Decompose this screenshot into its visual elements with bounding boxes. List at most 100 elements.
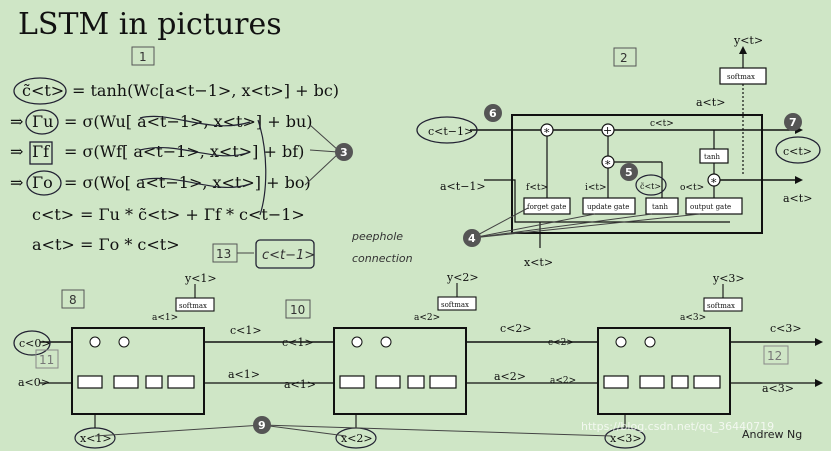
badge-6-label: 6 xyxy=(489,107,497,120)
label-c0: c<0> xyxy=(19,337,51,350)
number-box-12 xyxy=(763,345,789,365)
badge-9-label: 9 xyxy=(258,419,266,432)
softmax-label: softmax xyxy=(727,73,755,81)
unit2-add xyxy=(380,336,392,348)
handwritten-ct-minus: c<t−1> xyxy=(262,248,315,263)
number-box-1 xyxy=(131,46,155,66)
unit3-add xyxy=(644,336,656,348)
eq6-lhs: a<t> xyxy=(32,235,75,254)
tanh-label: tanh xyxy=(652,203,668,211)
eq1-lhs: c̃<t> xyxy=(22,81,64,100)
op-times-2: ∗ xyxy=(604,156,611,169)
number-2: 2 xyxy=(620,51,628,65)
op-plus: + xyxy=(603,124,612,137)
unit3-mult xyxy=(615,336,627,348)
credit: Andrew Ng xyxy=(742,428,802,441)
box-gamma-f xyxy=(29,141,53,165)
eq3-lhs: Γf xyxy=(32,142,50,161)
label-a3: a<3> xyxy=(762,382,794,395)
softmax-2-label: softmax xyxy=(441,301,469,309)
arrow-mark-2: ⇒ xyxy=(10,142,23,161)
badge-3 xyxy=(335,143,353,161)
op-times: ∗ xyxy=(543,124,550,137)
arrowhead xyxy=(815,338,823,346)
number-12: 12 xyxy=(767,349,782,363)
badge-5 xyxy=(620,163,638,181)
eq3-rhs: = σ(Wf[ a<t−1>, x<t>] + bf) xyxy=(64,142,304,161)
label-x3: x<3> xyxy=(610,432,642,445)
eq6-rhs: = Γo * c<t> xyxy=(80,235,180,254)
label-a-prev: a<t−1> xyxy=(440,180,486,193)
number-1: 1 xyxy=(139,50,147,64)
circle-c-out xyxy=(775,136,821,164)
label-x2: x<2> xyxy=(341,432,373,445)
arrow-mark-3: ⇒ xyxy=(10,173,23,192)
number-box-2 xyxy=(613,47,637,67)
label-x1: x<1> xyxy=(80,432,112,445)
update-gate-label: update gate xyxy=(587,203,629,211)
unit1-mult xyxy=(89,336,101,348)
eq1-rhs: = tanh(Wc[a<t−1>, x<t>] + bc) xyxy=(72,81,339,100)
unit2-gate-2 xyxy=(375,375,401,389)
unit1-gate-4 xyxy=(167,375,195,389)
eq5-lhs: c<t> xyxy=(32,205,74,224)
label-y2: y<2> xyxy=(446,271,479,284)
label-a1-top: a<1> xyxy=(152,313,178,323)
label-y3: y<3> xyxy=(712,272,745,285)
unit1-add xyxy=(118,336,130,348)
number-box-10 xyxy=(285,299,311,319)
softmax-1-label: softmax xyxy=(179,302,207,310)
badge-7 xyxy=(784,113,802,131)
unit2-mult xyxy=(351,336,363,348)
unit2-gate-1 xyxy=(339,375,365,389)
unit2-gate-3 xyxy=(407,375,425,389)
number-10: 10 xyxy=(290,303,305,317)
forget-gate-label: forget gate xyxy=(527,203,566,211)
label-o-t: o<t> xyxy=(680,183,704,193)
label-a3-top: a<3> xyxy=(680,313,706,323)
arrowhead xyxy=(795,176,803,184)
equations: c̃<t> = tanh(Wc[a<t−1>, x<t>] + bc) ⇒ Γu… xyxy=(10,77,339,254)
unit3-gate-3 xyxy=(671,375,689,389)
ink-bracket xyxy=(257,119,267,216)
badge-5-label: 5 xyxy=(625,166,633,179)
eq4-rhs: = σ(Wo[ a<t−1>, x<t>] + bo) xyxy=(64,173,311,192)
label-y-t: y<t> xyxy=(733,34,763,47)
circle-ct-tilde xyxy=(13,77,67,105)
circle-gamma-u xyxy=(25,109,59,135)
arrowhead xyxy=(815,379,823,387)
label-a1-b: a<1> xyxy=(284,378,316,391)
eq2-lhs: Γu xyxy=(32,112,53,131)
number-11: 11 xyxy=(39,353,54,367)
circle-gamma-o xyxy=(26,170,62,196)
cell-frame xyxy=(511,114,763,234)
label-y1: y<1> xyxy=(184,272,217,285)
label-c1-b: c<1> xyxy=(282,336,314,349)
label-ct-tilde: c̃<t> xyxy=(640,182,661,191)
op-times-3: ∗ xyxy=(710,174,717,187)
pointer-line xyxy=(304,153,339,186)
pointer-line xyxy=(261,424,347,437)
number-box-11 xyxy=(35,349,59,369)
label-a2-b: a<2> xyxy=(550,376,576,386)
circle-ct-tilde-cell xyxy=(635,174,667,196)
badge-7-label: 7 xyxy=(789,116,797,129)
label-c-prev: c<t−1> xyxy=(428,125,473,138)
tanh-out-label: tanh xyxy=(704,153,720,161)
softmax-3-label: softmax xyxy=(707,302,735,310)
unit3-gate-4 xyxy=(693,375,721,389)
handwritten-peephole: peephole xyxy=(351,230,403,243)
label-a-t-out: a<t> xyxy=(783,192,812,205)
label-a-t-top: a<t> xyxy=(696,96,725,109)
pointer-line xyxy=(94,424,263,437)
label-i-t: i<t> xyxy=(585,183,607,193)
label-f-t: f<t> xyxy=(526,183,548,193)
pointer-line xyxy=(471,213,596,239)
pointer-line xyxy=(471,213,701,239)
unit1-gate-1 xyxy=(77,375,103,389)
update-gate-box xyxy=(582,197,636,215)
ink-strokes xyxy=(139,115,251,188)
pointer-line xyxy=(309,124,339,151)
badge-6 xyxy=(484,104,502,122)
